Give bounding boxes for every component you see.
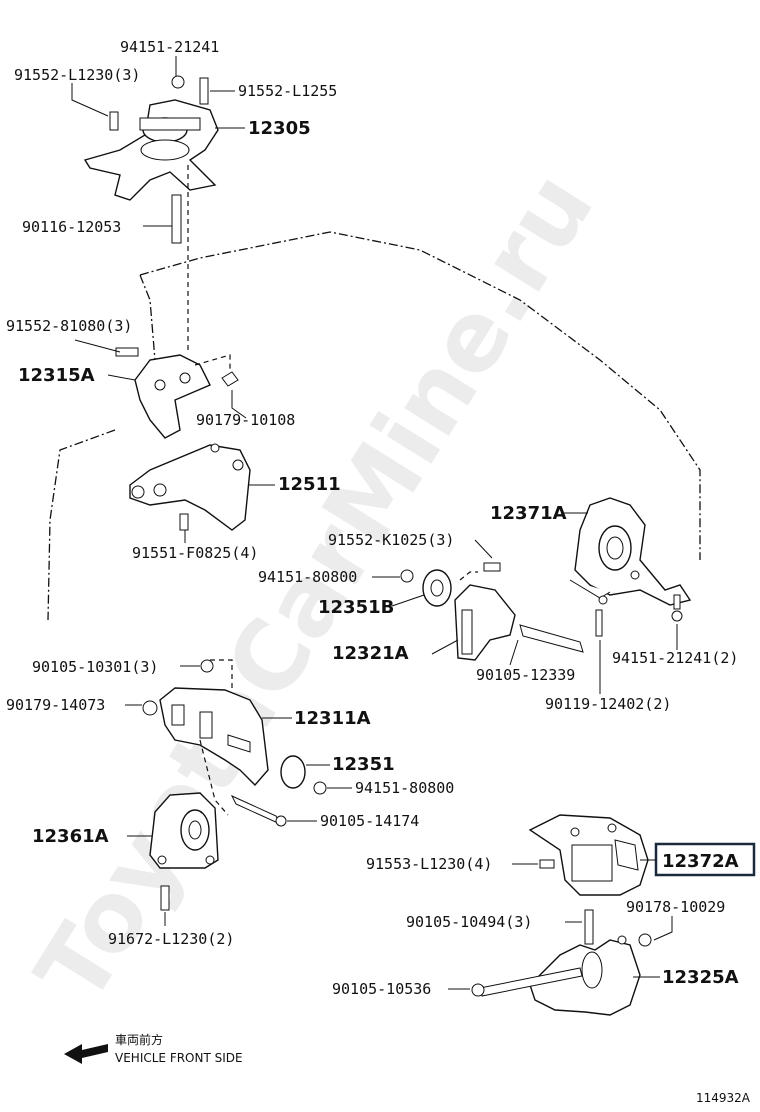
label-91552-L1230-3: 91552-L1230(3) [14, 66, 140, 84]
vehicle-front-arrow-icon [64, 1044, 108, 1064]
figure-id: 114932A [696, 1091, 751, 1105]
label-90105-14174: 90105-14174 [320, 812, 419, 830]
label-12351B: 12351B [318, 597, 394, 618]
label-12311A: 12311A [294, 708, 371, 729]
label-12315A: 12315A [18, 365, 95, 386]
bracket-12311A [142, 659, 327, 827]
label-90105-12339: 90105-12339 [476, 666, 575, 684]
label-12351: 12351 [332, 754, 395, 775]
bracket-12511 [129, 443, 251, 531]
label-12371A: 12371A [490, 503, 567, 524]
label-90178-10029: 90178-10029 [626, 898, 725, 916]
label-90105-10536: 90105-10536 [332, 980, 431, 998]
mount-12361A [149, 792, 219, 911]
label-12361A: 12361A [32, 826, 109, 847]
direction-label-en: VEHICLE FRONT SIDE [115, 1051, 243, 1065]
label-91672-L1230-2: 91672-L1230(2) [108, 930, 234, 948]
bracket-12321A [400, 562, 584, 661]
label-90119-12402-2: 90119-12402(2) [545, 695, 671, 713]
label-12305: 12305 [248, 118, 311, 139]
label-94151-21241-2: 94151-21241(2) [612, 649, 738, 667]
bracket-12325A [471, 909, 652, 1016]
direction-label-jp: 車両前方 [115, 1032, 163, 1047]
label-12321A: 12321A [332, 643, 409, 664]
label-91551-F0825-4: 91551-F0825(4) [132, 544, 258, 562]
label-94151-80800-a: 94151-80800 [258, 568, 357, 586]
mount-12372A [528, 814, 649, 896]
label-90179-14073: 90179-14073 [6, 696, 105, 714]
label-90179-10108: 90179-10108 [196, 411, 295, 429]
label-90105-10494-3: 90105-10494(3) [406, 913, 532, 931]
label-91552-K1025-3: 91552-K1025(3) [328, 531, 454, 549]
label-94151-80800-b: 94151-80800 [355, 779, 454, 797]
label-12372A[interactable]: 12372A [662, 851, 739, 872]
engine-body-outline [47, 231, 701, 621]
watermark: ToyotaCarMine.ru [15, 153, 616, 1022]
label-91553-L1230-4: 91553-L1230(4) [366, 855, 492, 873]
mount-12371A [569, 497, 692, 637]
label-94151-21241: 94151-21241 [120, 38, 219, 56]
label-90116-12053: 90116-12053 [22, 218, 121, 236]
label-90105-10301-3: 90105-10301(3) [32, 658, 158, 676]
label-12325A: 12325A [662, 967, 739, 988]
label-91552-81080-3: 91552-81080(3) [6, 317, 132, 335]
bracket-12315A [115, 347, 239, 439]
label-12511: 12511 [278, 474, 341, 495]
label-91552-L1255: 91552-L1255 [238, 82, 337, 100]
mount-12305 [83, 75, 219, 350]
